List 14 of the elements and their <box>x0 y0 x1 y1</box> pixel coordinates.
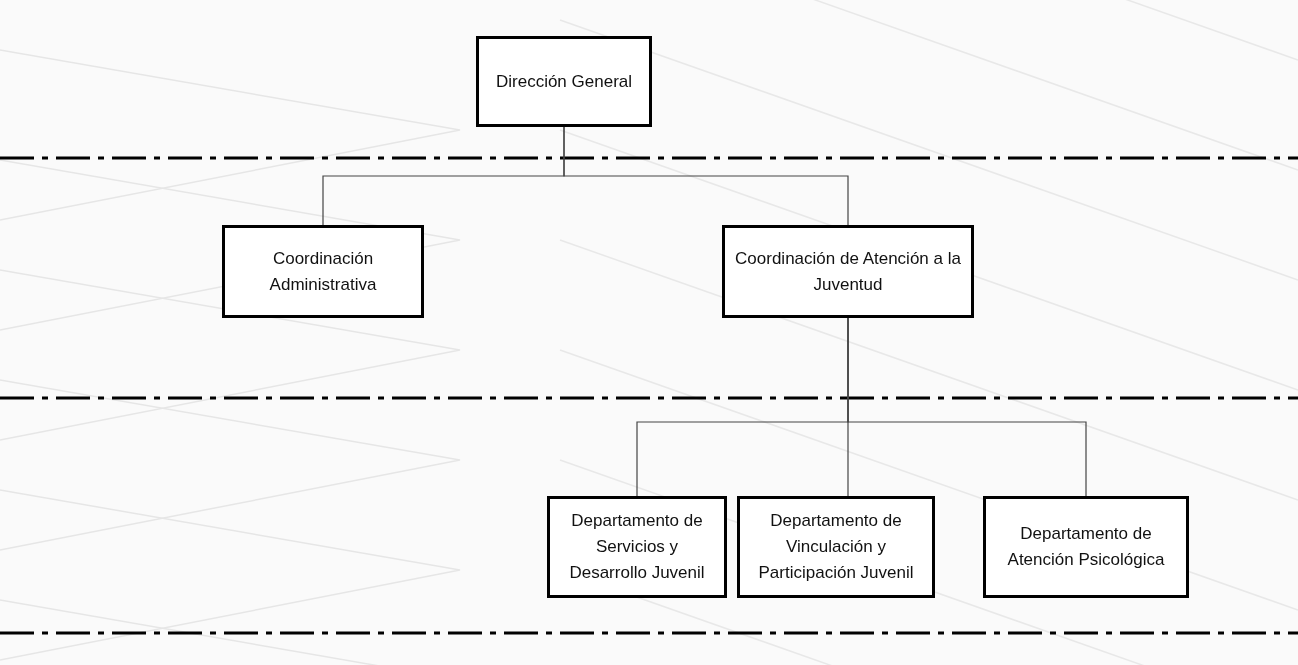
org-box <box>547 496 727 598</box>
org-box <box>476 36 652 127</box>
org-box <box>722 225 974 318</box>
unit-name: Departamento de Servicios y Desarrollo Juvenil <box>568 510 706 584</box>
unit-name: Dirección General <box>495 70 633 93</box>
org-box <box>983 496 1189 598</box>
unit-name: Departamento de Atención Psicológica <box>1006 523 1166 571</box>
unit-name: Coordinación de Atención a la Juventud <box>735 247 961 296</box>
unit-name: Coordinación Administrativa <box>268 247 378 296</box>
connector-line <box>847 317 1087 497</box>
connector-line <box>563 126 849 226</box>
org-box <box>737 496 935 598</box>
unit-name: Departamento de Vinculación y Participación Juvenil <box>757 510 915 584</box>
org-box <box>222 225 424 318</box>
